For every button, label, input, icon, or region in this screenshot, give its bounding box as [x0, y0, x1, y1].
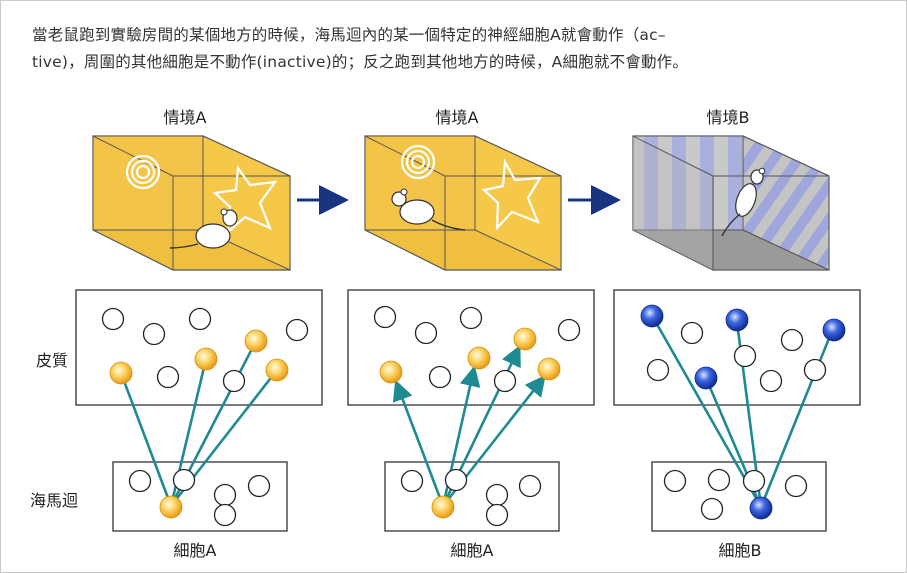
caption-text: 當老鼠跑到實驗房間的某個地方的時候，海馬迴內的某一個特定的神經細胞A就會動作（a…	[32, 22, 872, 76]
caption-line-1: 當老鼠跑到實驗房間的某個地方的時候，海馬迴內的某一個特定的神經細胞A就會動作（a…	[32, 26, 666, 44]
star-icon	[481, 158, 543, 231]
active-neurons-cortex-3	[640, 304, 846, 390]
mouse-icon	[169, 208, 238, 249]
cell-label-3: 細胞B	[718, 541, 762, 560]
spiral-icon	[400, 144, 436, 180]
inactive-neurons-cortex-1	[101, 307, 309, 393]
inactive-neurons-hippocampus-2	[400, 468, 542, 527]
context-label-2: 情境A	[435, 108, 479, 127]
inactive-neurons-hippocampus-3	[663, 468, 808, 521]
inactive-neurons-cortex-2	[373, 305, 581, 393]
active-neurons-cortex-2	[379, 327, 561, 384]
cell-label-1: 細胞A	[173, 541, 217, 560]
room-context-b	[632, 135, 830, 271]
cell-a-neuron-1	[159, 495, 183, 519]
spiral-icon	[125, 154, 161, 190]
mouse-icon	[391, 188, 466, 231]
active-neurons-cortex-1	[109, 329, 289, 385]
inactive-neurons-hippocampus-1	[128, 468, 271, 527]
inactive-neurons-cortex-3	[646, 321, 827, 393]
mouse-icon	[721, 167, 766, 237]
cell-b-neuron	[749, 496, 773, 520]
cell-label-2: 細胞A	[450, 541, 494, 560]
caption-line-2: tive)，周圍的其他細胞是不動作(inactive)的；反之跑到其他地方的時候…	[32, 53, 689, 71]
context-label-3: 情境B	[706, 108, 750, 127]
star-icon	[212, 164, 278, 235]
context-label-1: 情境A	[163, 108, 207, 127]
row-label-cortex: 皮質	[36, 351, 69, 370]
room-context-a-1	[92, 135, 291, 271]
row-label-hippocampus: 海馬迴	[30, 491, 79, 510]
cell-a-neuron-2	[431, 495, 455, 519]
room-context-a-2	[364, 135, 562, 271]
